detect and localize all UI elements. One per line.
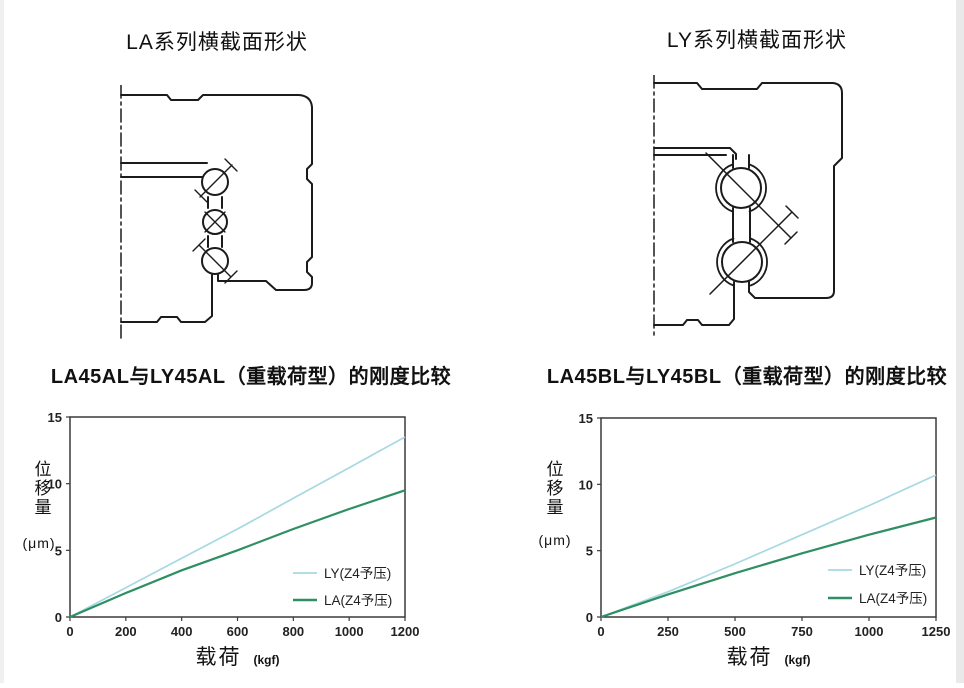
- x-tick-label: 1200: [391, 624, 420, 639]
- legend-label-ly: LY(Z4予压): [324, 566, 391, 581]
- ly-groove-arc-top: [715, 163, 767, 213]
- x-tick-label: 750: [791, 624, 813, 639]
- page-edge-left: [0, 0, 4, 683]
- chart-title-left: LA45AL与LY45AL（重载荷型）的刚度比较: [50, 366, 452, 388]
- y-tick-label: 0: [55, 610, 62, 625]
- legend-label-la: LA(Z4予压): [324, 593, 392, 608]
- chart-title-right: LA45BL与LY45BL（重载荷型）的刚度比较: [546, 366, 948, 388]
- y-axis-label: 位 移 量: [34, 460, 52, 517]
- x-axis-label-text: 载荷: [195, 646, 242, 669]
- series-line-la: [600, 516, 937, 619]
- y-axis-label: 位 移 量: [546, 460, 564, 517]
- legend-label-ly: LY(Z4予压): [859, 563, 926, 578]
- y-tick-label: 5: [586, 544, 593, 559]
- series-line-la: [69, 489, 406, 619]
- y-tick-label: 5: [55, 543, 62, 558]
- x-tick-label: 250: [657, 624, 679, 639]
- x-tick-label: 200: [115, 624, 137, 639]
- x-axis-label-text: 载荷: [726, 646, 773, 669]
- x-axis-unit: (kgf): [784, 653, 811, 667]
- la-section-title: LA系列横截面形状: [126, 31, 308, 54]
- ly-groove-arc-bottom: [716, 237, 768, 287]
- y-tick-label: 15: [579, 411, 593, 426]
- plot-frame: [600, 417, 937, 618]
- x-axis-unit: (kgf): [253, 653, 280, 667]
- x-tick-label: 0: [66, 624, 73, 639]
- y-axis-unit: (μm): [22, 535, 56, 551]
- x-tick-label: 600: [227, 624, 249, 639]
- la-cross-section-drawing: [120, 85, 313, 339]
- ly-block-outline: [653, 82, 843, 299]
- ly-rail-top-lines: [653, 147, 737, 160]
- y-tick-label: 0: [586, 610, 593, 625]
- ly-contact-angle-marks: [705, 152, 799, 295]
- x-axis-label: 载荷 (kgf): [659, 641, 879, 671]
- x-tick-label: 500: [724, 624, 746, 639]
- ly-section-title: LY系列横截面形状: [666, 29, 848, 52]
- x-tick-label: 800: [282, 624, 304, 639]
- page-edge-right: [956, 0, 964, 683]
- x-tick-label: 1000: [335, 624, 364, 639]
- la-rail-top-lines: [120, 162, 208, 178]
- plot-frame: [69, 416, 406, 618]
- ly-ball-neck: [732, 207, 751, 243]
- y-tick-label: 10: [48, 477, 62, 492]
- ly-cross-section-drawing: [653, 75, 843, 338]
- la-rail-bottom: [120, 274, 213, 323]
- la-ball-necks: [207, 196, 223, 248]
- y-tick-label: 10: [579, 477, 593, 492]
- la-block-outline: [120, 94, 313, 291]
- y-tick-label: 15: [48, 410, 62, 425]
- ly-groove-entrance: [732, 154, 750, 169]
- y-axis-unit: (μm): [538, 532, 572, 548]
- x-tick-label: 1000: [855, 624, 884, 639]
- x-tick-label: 400: [171, 624, 193, 639]
- ly-rail-bottom: [653, 281, 735, 326]
- legend-label-la: LA(Z4予压): [859, 591, 927, 606]
- x-tick-label: 0: [597, 624, 604, 639]
- series-line-ly: [69, 436, 406, 618]
- la-contact-angle-marks: [192, 158, 238, 284]
- x-axis-label: 载荷 (kgf): [128, 641, 348, 671]
- series-line-ly: [600, 474, 937, 618]
- x-tick-label: 1250: [922, 624, 951, 639]
